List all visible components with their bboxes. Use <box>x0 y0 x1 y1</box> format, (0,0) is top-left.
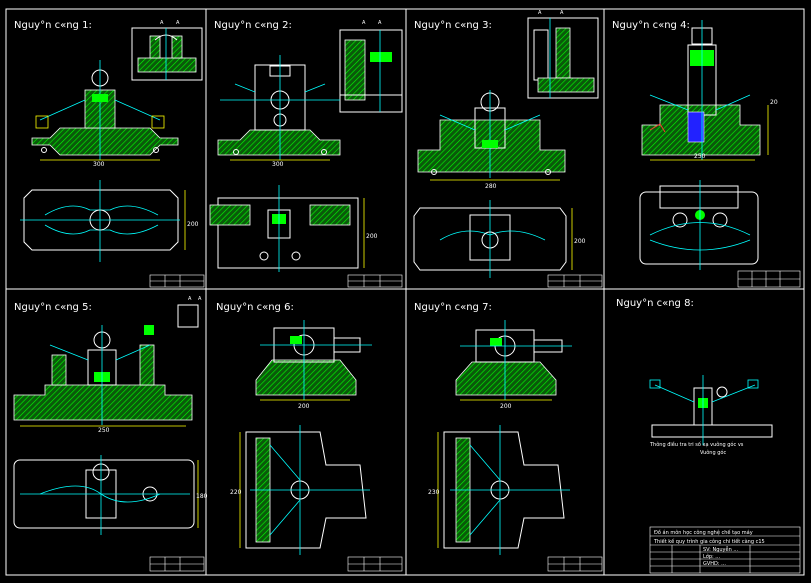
panel-4-dim-height: 20 <box>770 99 778 106</box>
panel-4-title-block <box>737 270 801 288</box>
panel-3-front-view: 280 <box>417 90 566 190</box>
panel-1-front-view: 300 <box>31 60 179 168</box>
panel-2-dim-length: 300 <box>272 161 284 168</box>
panel-2-title: Nguy°n c«ng 2: <box>214 20 292 31</box>
panel-6-plan-view: 220 <box>230 425 370 555</box>
panel-5-dim-width: 180 <box>196 493 208 500</box>
panel-3: Nguy°n c«ng 3: A A 280 <box>413 10 603 288</box>
sheet-frame <box>5 8 805 576</box>
panel-1-section-b: A <box>176 20 180 26</box>
panel-2-front-view: 300 <box>217 55 341 168</box>
title-block-row4: Lớp: ... <box>703 553 720 560</box>
panel-8-caption-line1: Thông điều tra tri số xạ vuông góc vs <box>649 440 744 448</box>
title-block-row1: Đồ án môn học công nghệ chế tạo máy <box>654 528 753 536</box>
panel-2-section-b: A <box>378 20 382 26</box>
panel-1-title-block <box>149 274 205 288</box>
panel-1: Nguy°n c«ng 1: A A 300 <box>14 20 205 288</box>
panel-4: Nguy°n c«ng 4: 250 20 <box>612 20 801 288</box>
panel-8-inspection-view <box>649 375 773 445</box>
panel-4-front-view: 250 20 <box>641 20 778 161</box>
panel-7-title: Nguy°n c«ng 7: <box>414 302 492 313</box>
panel-1-section-view: A A <box>131 20 203 81</box>
panel-5-dim-length: 250 <box>98 427 110 434</box>
panel-6: Nguy°n c«ng 6: 200 220 <box>216 302 403 572</box>
panel-6-front-view: 200 <box>255 320 372 410</box>
panel-2: Nguy°n c«ng 2: A A 300 <box>209 20 403 288</box>
panel-3-plan-view: 200 <box>413 200 586 278</box>
panel-5-title-block <box>149 556 205 572</box>
panel-2-dim-width: 200 <box>366 233 378 240</box>
panel-4-dim-length: 250 <box>694 153 706 160</box>
panel-5: Nguy°n c«ng 5: A A 250 18 <box>13 296 208 572</box>
panel-1-section-a: A <box>160 20 164 26</box>
panel-7-plan-view: 230 <box>428 425 570 555</box>
panel-3-title: Nguy°n c«ng 3: <box>414 20 492 31</box>
panel-5-title: Nguy°n c«ng 5: <box>14 302 92 313</box>
panel-2-section-view: A A <box>339 20 403 113</box>
panel-3-title-block <box>547 274 603 288</box>
panel-2-title-block <box>347 274 403 288</box>
panel-6-title-block <box>347 556 403 572</box>
title-block-row5: GVHD: ... <box>703 561 726 567</box>
panel-1-dim-width: 200 <box>187 221 199 228</box>
panel-5-section-a: A <box>188 296 192 302</box>
panel-6-title: Nguy°n c«ng 6: <box>216 302 294 313</box>
title-block-row2: Thiết kế quy trình gia công chi tiết càn… <box>653 538 765 545</box>
panel-3-dim-length: 280 <box>485 183 497 190</box>
panel-7-dim-width: 230 <box>428 489 440 496</box>
main-title-block <box>649 526 801 574</box>
panel-7-title-block <box>547 556 603 572</box>
panel-8: Nguy°n c«ng 8: Thông điều tra tri số xạ … <box>616 298 773 456</box>
panel-3-dim-width: 200 <box>574 238 586 245</box>
panel-3-section-a: A <box>538 10 542 16</box>
panel-7-front-view: 200 <box>455 320 572 410</box>
panel-7-dim-length: 200 <box>500 403 512 410</box>
panel-2-plan-view: 200 <box>209 185 378 272</box>
title-block-row3: SV: Nguyễn ... <box>703 546 739 553</box>
panel-8-title: Nguy°n c«ng 8: <box>616 298 694 309</box>
panel-1-dim-length: 300 <box>93 161 105 168</box>
panel-2-section-a: A <box>362 20 366 26</box>
panel-7: Nguy°n c«ng 7: 200 230 <box>414 302 603 572</box>
panel-5-section-b: A <box>198 296 202 302</box>
panel-4-title: Nguy°n c«ng 4: <box>612 20 690 31</box>
panel-6-dim-length: 200 <box>298 403 310 410</box>
panel-3-section-b: A <box>560 10 564 16</box>
panel-1-title: Nguy°n c«ng 1: <box>14 20 92 31</box>
panel-3-section-view: A A <box>527 10 599 99</box>
panel-1-plan-view: 200 <box>20 180 199 262</box>
panel-4-plan-view <box>639 180 759 270</box>
panel-5-front-view: 250 <box>13 304 199 434</box>
panel-8-caption-line2: Vuông góc <box>700 449 726 456</box>
panel-5-plan-view: 180 <box>13 455 208 535</box>
panel-6-dim-width: 220 <box>230 489 242 496</box>
